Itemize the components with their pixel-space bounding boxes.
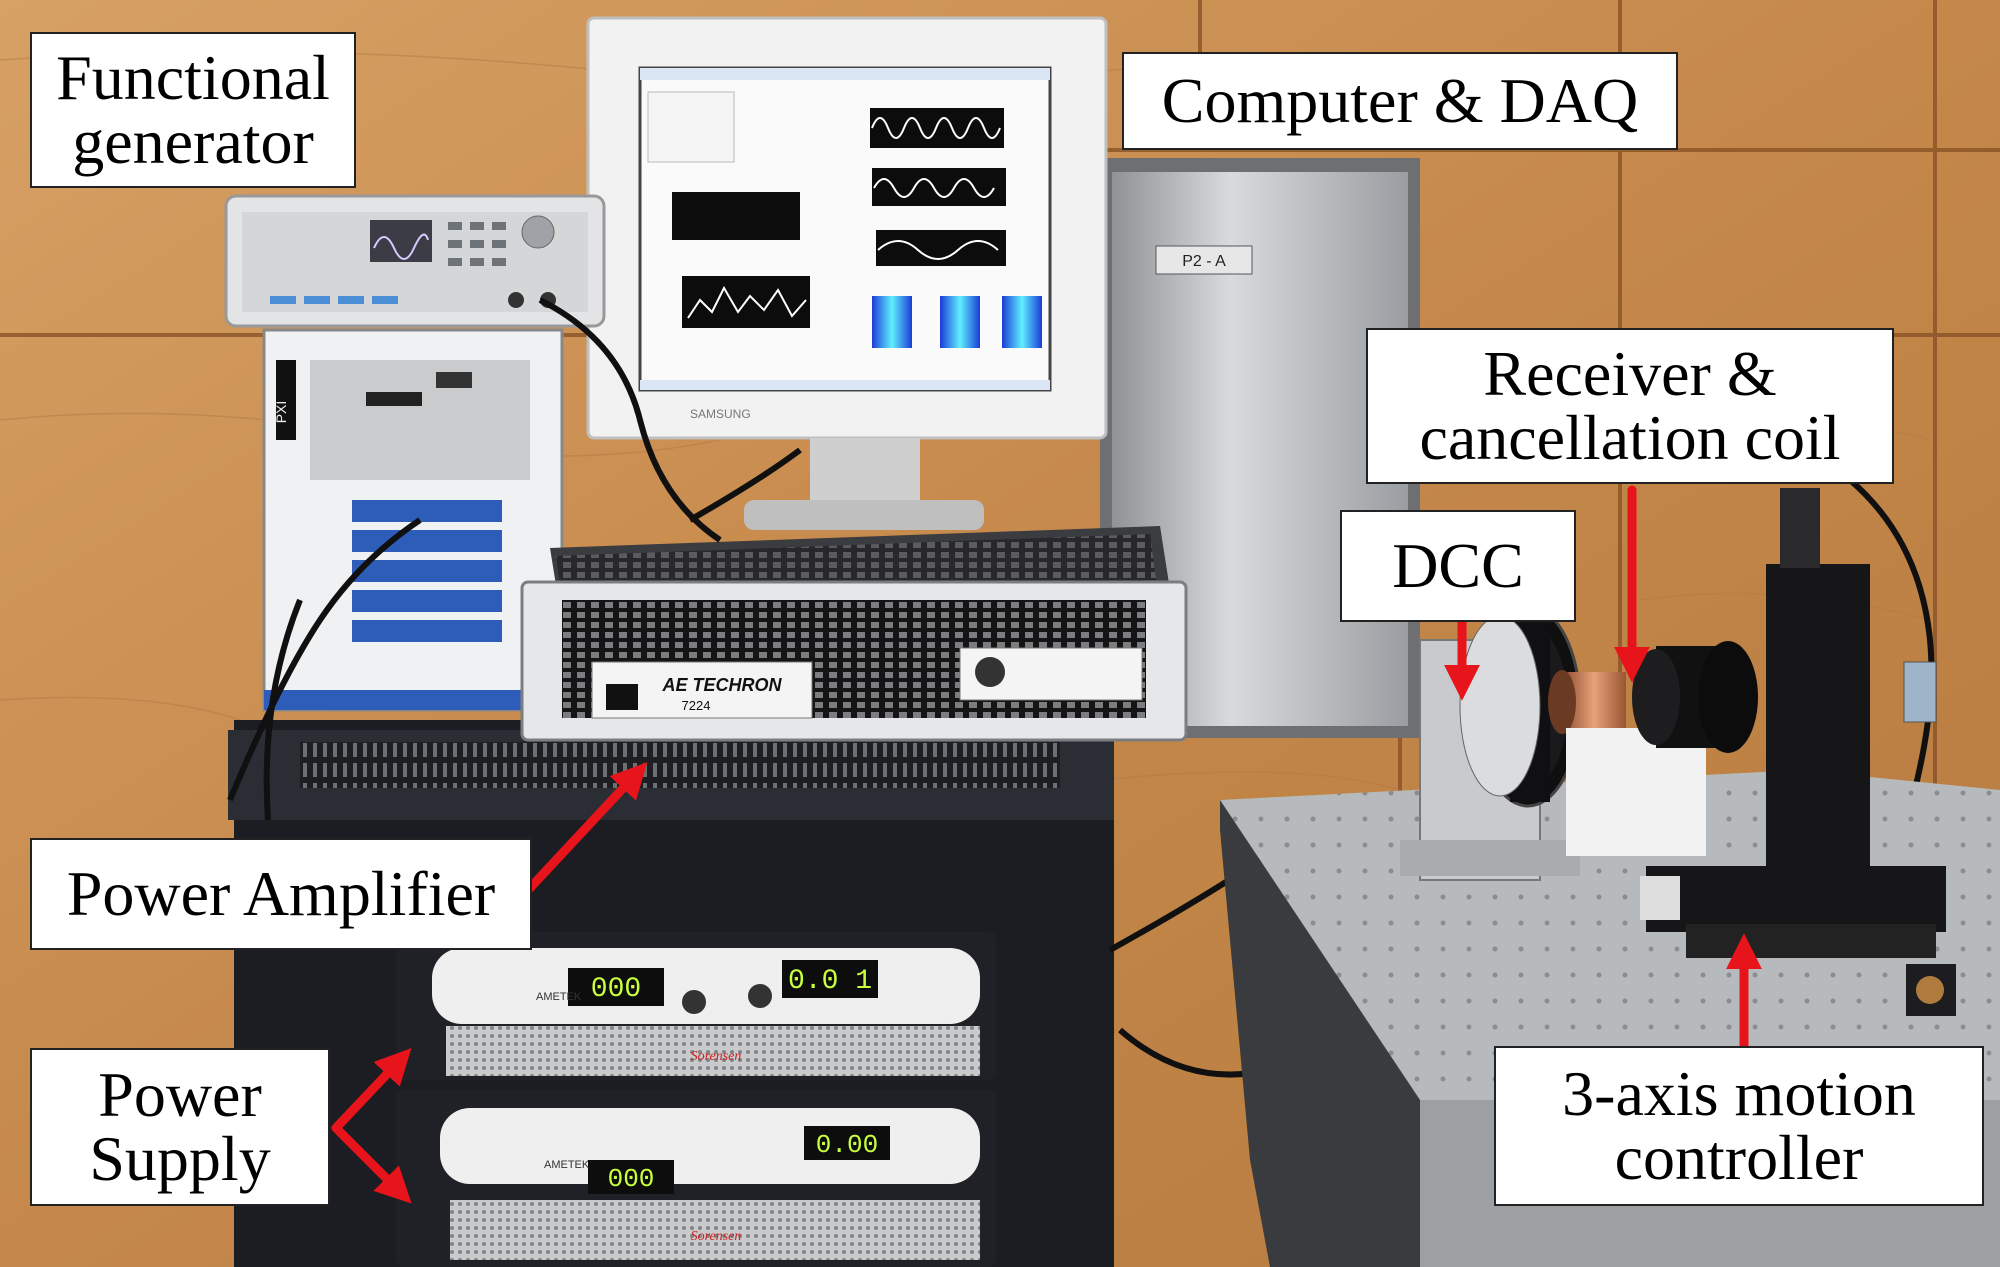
label-motion-controller-line1: 3-axis motion	[1562, 1058, 1916, 1129]
power-supply-1: 000 0.0 1 AMETEK Sorensen	[396, 932, 996, 1080]
label-receiver-coil: Receiver & cancellation coil	[1366, 328, 1894, 484]
label-functional-generator-line1: Functional	[56, 42, 330, 113]
cancellation-coil	[1632, 641, 1758, 753]
amp-model: 7224	[682, 698, 711, 713]
label-power-supply: Power Supply	[30, 1048, 330, 1206]
psu1-right-display: 0.0 1	[788, 966, 872, 997]
label-power-amplifier: Power Amplifier	[30, 838, 532, 950]
three-axis-stage	[1640, 488, 1956, 1016]
label-motion-controller-line2: controller	[1614, 1122, 1864, 1193]
psu2-left-display: 000	[608, 1164, 655, 1194]
receiver-coil	[1548, 670, 1706, 856]
monitor-brand: SAMSUNG	[690, 407, 751, 421]
label-power-supply-line2: Supply	[89, 1123, 271, 1194]
label-dcc: DCC	[1340, 510, 1576, 622]
label-power-supply-line1: Power	[98, 1059, 262, 1130]
label-power-amplifier-text: Power Amplifier	[66, 858, 496, 929]
psu1-logo: Sorensen	[691, 1049, 742, 1064]
label-receiver-coil-line1: Receiver &	[1483, 338, 1777, 409]
label-computer-daq-text: Computer & DAQ	[1161, 65, 1639, 136]
label-motion-controller: 3-axis motion controller	[1494, 1046, 1984, 1206]
arrow-power-amplifier	[525, 762, 648, 893]
psu1-left-display: 000	[591, 974, 641, 1005]
label-dcc-text: DCC	[1392, 530, 1524, 601]
steel-window: P2 - A	[1100, 158, 1420, 738]
computer-monitor: SAMSUNG	[586, 16, 1108, 530]
amp-brand: AE TECHRON	[661, 675, 782, 695]
arrow-power-supply-bottom	[331, 1123, 412, 1204]
label-functional-generator-line2: generator	[72, 106, 314, 177]
psu2-logo: Sorensen	[691, 1229, 742, 1244]
power-supply-2: 000 0.00 AMETEK Sorensen	[396, 1090, 996, 1267]
room-sign: P2 - A	[1182, 253, 1226, 270]
label-functional-generator: Functional generator	[30, 32, 356, 188]
pxi-daq-chassis: PXI	[262, 328, 564, 712]
psu2-right-display: 0.00	[816, 1130, 878, 1160]
psu1-brand: AMETEK	[536, 991, 582, 1003]
label-receiver-coil-line2: cancellation coil	[1419, 402, 1841, 473]
function-generator	[224, 194, 606, 328]
power-amplifier: AE TECHRON 7224	[520, 580, 1188, 742]
arrow-power-supply-top	[331, 1048, 412, 1133]
pxi-text: PXI	[273, 401, 289, 424]
red-arrows	[331, 485, 1762, 1204]
label-computer-daq: Computer & DAQ	[1122, 52, 1678, 150]
psu2-brand: AMETEK	[544, 1159, 590, 1171]
dcc-coil-assembly	[1400, 604, 1582, 881]
